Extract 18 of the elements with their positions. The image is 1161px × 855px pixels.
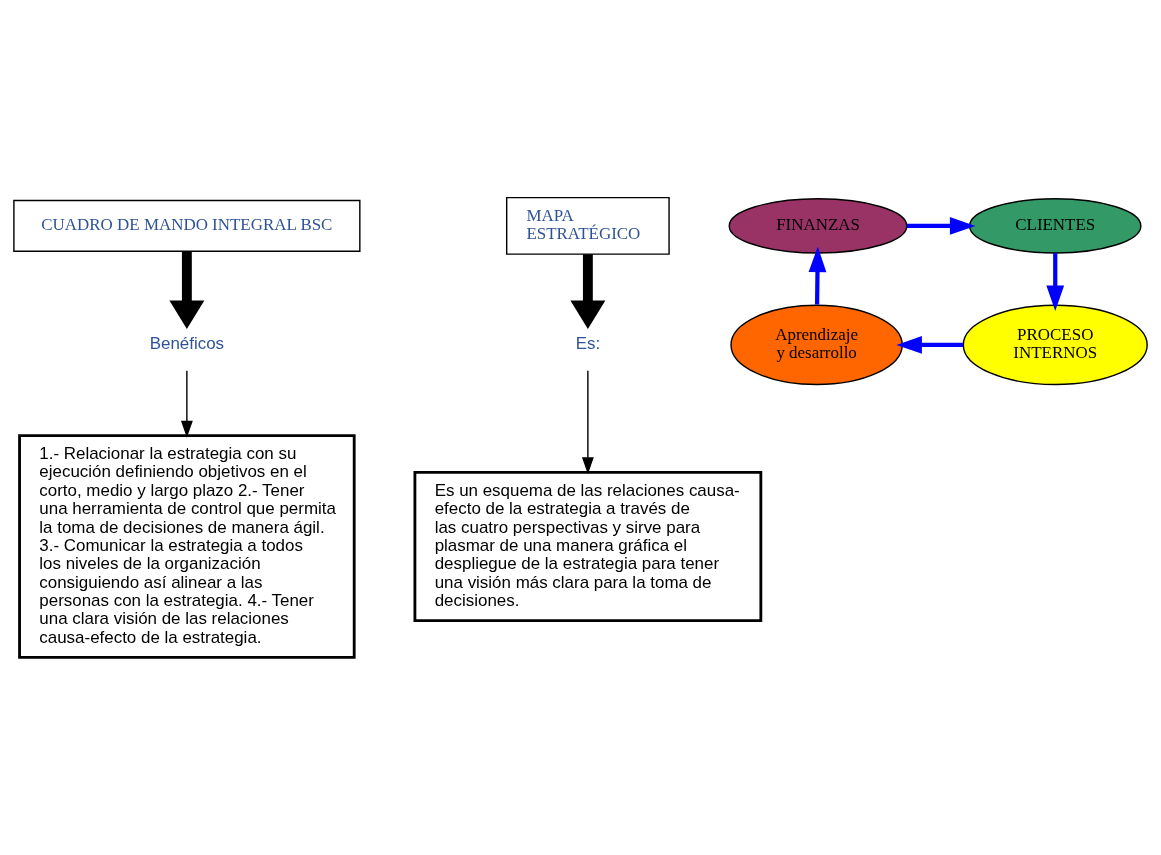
node-box: MAPA ESTRATÉGICO [506,196,670,255]
node-box: Es un esquema de las relaciones causa-efecto de la estrategia a través de las cuatro perspectivas y sirve para plasmar de una manera gráfica el despliegue de la estrategia para tener una visión más clara para la toma de decisiones. [413,470,763,623]
node-ellipse: FINANZAS [728,198,908,254]
node-text: Es: [575,334,601,354]
node-ellipse: CLIENTES [968,198,1142,254]
arrow [907,216,976,235]
arrow [1046,253,1065,311]
arrow [570,254,606,329]
node-box: CUADRO DE MANDO INTEGRAL BSC [13,199,361,252]
arrow [808,246,827,305]
arrow [581,370,594,475]
node-text: Benéficos [149,334,225,354]
arrow [180,370,193,438]
arrow [169,251,205,329]
node-ellipse: PROCESO INTERNOS [962,304,1148,386]
node-box: 1.- Relacionar la estrategia con su ejecución definiendo objetivos en el corto, medio y largo plazo 2.- Tener una herramienta de control que permita la toma de decisiones de manera ágil. 3.- Comunicar la estrategia a todos los niveles de la organización consiguiendo así alinear a las personas con la estrategia. 4.- Tener una clara visión de las relaciones causa-efecto de la estrategia. [18,434,356,659]
arrow [896,336,963,354]
node-ellipse: Aprendizaje y desarrollo [730,304,903,386]
